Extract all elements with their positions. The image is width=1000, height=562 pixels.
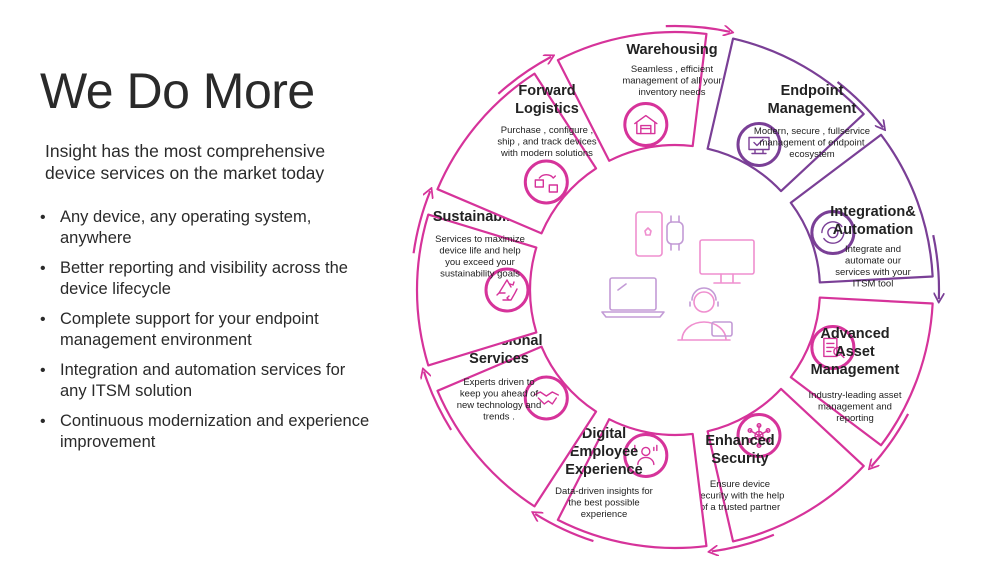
security-network-icon — [736, 412, 782, 458]
bullet-item: Better reporting and visibility across t… — [40, 258, 370, 300]
segment-description: the best possible — [568, 498, 639, 509]
segment-outline — [556, 30, 708, 162]
segment-title: Services — [469, 351, 529, 367]
desktop-monitor-icon — [699, 239, 755, 284]
flow-arrow — [871, 413, 910, 467]
support-agent-icon — [677, 287, 733, 341]
segment-title: Employee — [570, 444, 639, 460]
segment-title: Advanced — [820, 326, 889, 342]
bullet-item: Complete support for your endpoint manag… — [40, 309, 370, 351]
flow-arrow — [412, 191, 431, 254]
segment-description: trends . — [483, 412, 515, 423]
bullet-item: Continuous modernization and experience … — [40, 411, 370, 453]
logistics-icon — [523, 159, 569, 205]
asset-report-icon — [810, 324, 856, 370]
warehouse-icon — [623, 102, 669, 148]
center-device-illustration — [601, 211, 755, 341]
segment-title: Endpoint — [781, 83, 844, 99]
flow-arrow — [665, 24, 730, 32]
segment-description: management and — [818, 402, 892, 413]
segment-title: Warehousing — [626, 42, 717, 58]
segment-description: automate our — [845, 256, 901, 267]
segment-description: you exceed your — [445, 257, 515, 268]
endpoint-devices-icon — [736, 122, 782, 168]
segment-title: Enhanced — [705, 433, 774, 449]
segment-description: ITSM tool — [853, 279, 894, 290]
segment-title: Management — [811, 362, 900, 378]
segment-description: management of endpoint — [759, 138, 864, 149]
employee-analytics-icon — [623, 432, 669, 478]
segment-description: Modern, secure , fullservice — [754, 126, 870, 137]
intro-text: Insight has the most comprehensive devic… — [45, 141, 326, 183]
segment-description: new technology and — [457, 400, 542, 411]
segment-title: Security — [711, 451, 768, 467]
segment-description: Ensure device — [710, 479, 770, 490]
segment-title: Forward — [518, 83, 575, 99]
segment-description: Purchase , configure , — [501, 125, 593, 136]
flow-arrow — [424, 372, 453, 431]
segment-description: Experts driven to — [463, 377, 534, 388]
laptop-icon — [601, 277, 665, 318]
segment-description: ecosystem — [789, 149, 834, 160]
bullet-item: Any device, any operating system, anywhe… — [40, 207, 370, 249]
flow-arrow — [712, 533, 775, 552]
recycle-icon — [484, 267, 530, 313]
bullet-item: Integration and automation services for … — [40, 360, 370, 402]
handshake-icon — [523, 375, 569, 421]
segment-outline — [436, 345, 598, 508]
bullet-list: Any device, any operating system, anywhe… — [40, 207, 370, 462]
left-panel: We Do More Insight has the most comprehe… — [0, 0, 400, 562]
segment-description: Integrate and — [845, 244, 901, 255]
flow-arrow — [535, 514, 594, 543]
segment-description: management of all your — [622, 76, 721, 87]
flow-arrow — [932, 234, 939, 299]
segment-description: keep you ahead of — [460, 389, 539, 400]
segment-description: inventory needs — [638, 87, 705, 98]
segment-description: Seamless , efficient — [631, 64, 714, 75]
segment-description: experience — [581, 509, 627, 520]
gear-cycle-icon — [810, 210, 856, 256]
segment-title: Digital — [582, 426, 626, 442]
segment-description: Data-driven insights for — [555, 486, 653, 497]
segment-outline — [415, 213, 538, 367]
segment-description: device life and help — [439, 246, 520, 257]
flow-arrow — [497, 57, 551, 95]
segment-outline — [556, 418, 708, 550]
segment-description: security with the help — [696, 491, 785, 502]
segment-description: ship , and track devices — [497, 137, 597, 148]
segment-title: Integration& — [830, 204, 916, 220]
segment-title: Logistics — [515, 101, 579, 117]
segment-asset: AdvancedAssetManagementIndustry-leading … — [789, 296, 934, 467]
segment-title: Management — [768, 101, 857, 117]
segment-description: sustainability goals — [440, 269, 520, 280]
segment-description: services with your — [835, 267, 911, 278]
segment-description: reporting — [836, 413, 874, 424]
segment-title: Experience — [565, 462, 642, 478]
page-title: We Do More — [40, 63, 315, 119]
segment-title: Asset — [835, 344, 875, 360]
segment-description: Industry-leading asset — [809, 390, 902, 401]
smartphone-watch-icon — [635, 211, 684, 257]
segment-description: with modern solutions — [500, 148, 593, 159]
segment-description: Services to maximize — [435, 234, 525, 245]
segment-title: Automation — [833, 222, 914, 238]
flow-arrow — [836, 81, 884, 128]
segment-description: of a trusted partner — [700, 502, 780, 513]
